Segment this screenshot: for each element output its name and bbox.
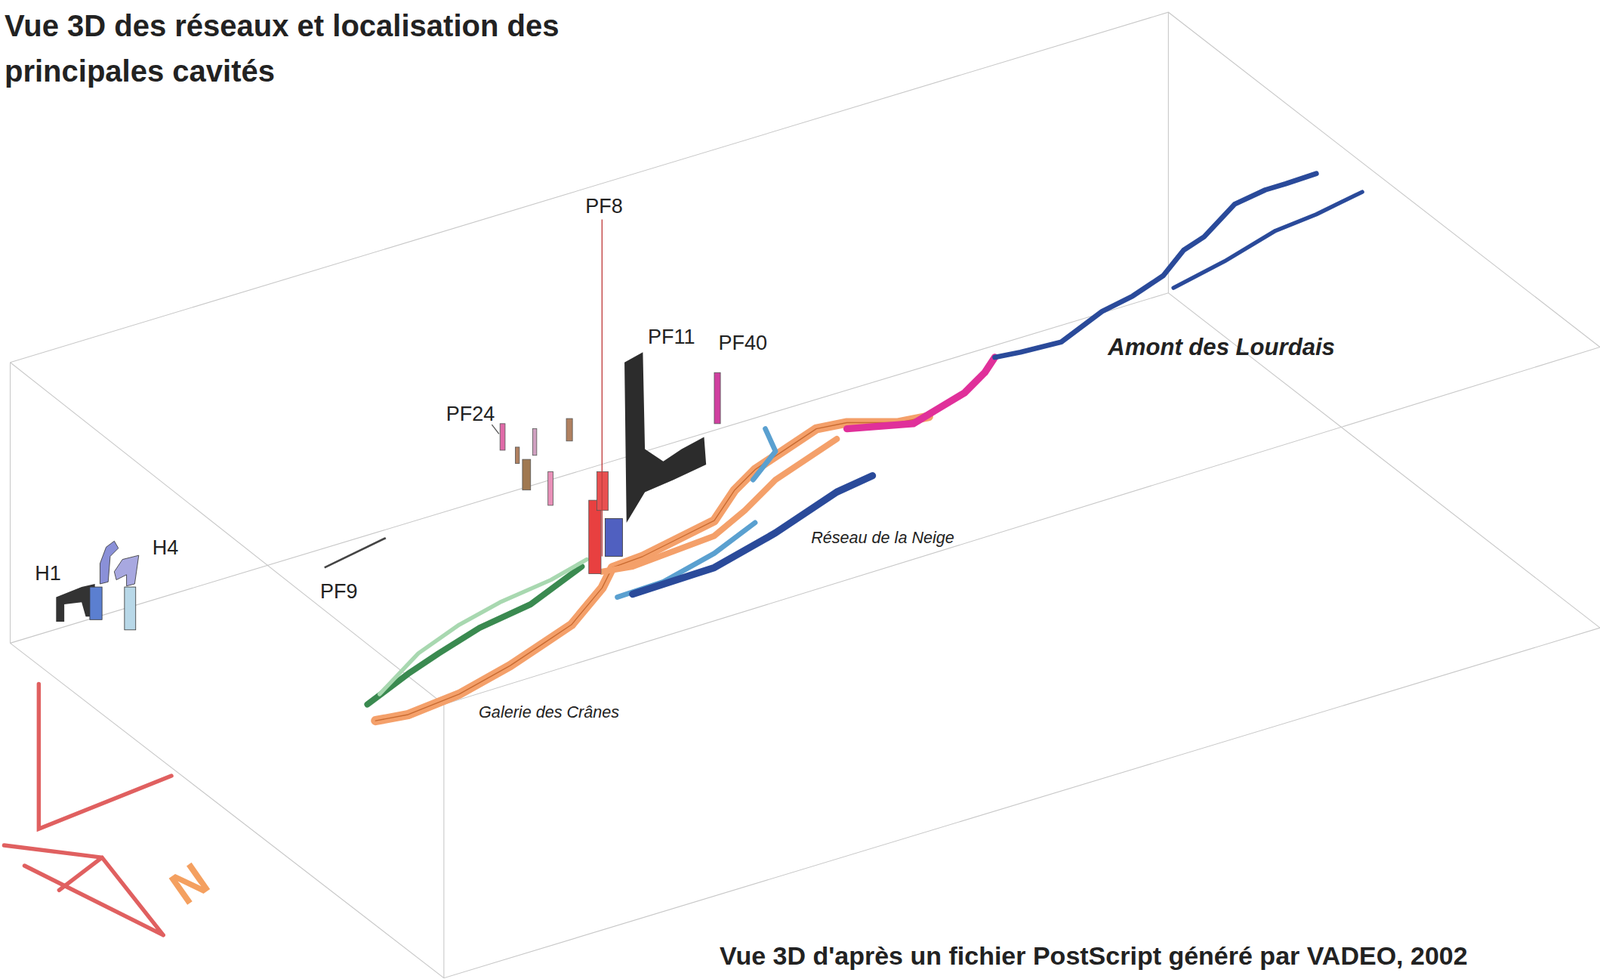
red-shaft: [588, 499, 602, 574]
cavity-label: PF8: [585, 195, 623, 219]
cave-h4: [114, 554, 139, 586]
cave-pf40: [714, 372, 721, 424]
box-edges: [10, 12, 1600, 978]
network-name: Galerie des Crânes: [478, 702, 620, 722]
shaft: [499, 423, 506, 451]
cave-block: [89, 586, 102, 620]
cave-pf9: [324, 537, 386, 568]
bounding-box: [10, 12, 1600, 978]
shaft: [514, 447, 519, 464]
cavity-label: H4: [152, 536, 179, 560]
pf8-shaft: [601, 219, 603, 557]
north-arrow: [3, 683, 172, 935]
cave-shaft: [124, 586, 136, 630]
h-caves: [55, 540, 139, 630]
shaft: [532, 428, 537, 456]
network-name: Réseau de la Neige: [810, 528, 955, 548]
cavity-label: H1: [34, 561, 62, 586]
cavity-label: PF24: [446, 402, 496, 426]
north-letter: N: [160, 851, 219, 916]
shaft: [548, 471, 554, 506]
leader-line: [491, 424, 499, 434]
title: Vue 3D des réseaux et localisation des p…: [4, 3, 624, 94]
axis-lines: [38, 683, 172, 829]
blue-chamber: [604, 518, 623, 557]
green-gallery: [379, 559, 587, 694]
network-name: Amont des Lourdais: [1107, 333, 1335, 361]
amont-lourdais: [1173, 191, 1363, 288]
caption: Vue 3D d'après un fichier PostScript gén…: [719, 940, 1468, 971]
pink-gallery: [847, 357, 996, 429]
cavity-label: PF40: [718, 332, 768, 356]
shaft: [566, 418, 573, 441]
cavity-label: PF11: [647, 326, 696, 350]
amont-lourdais: [995, 173, 1317, 358]
cavity-label: PF9: [320, 579, 358, 604]
galerie-des-cranes: [375, 416, 928, 721]
axis-lines: [3, 844, 164, 935]
cave-h1: [55, 583, 95, 622]
blue-branch: [752, 428, 776, 481]
shaft: [522, 459, 531, 491]
pf24-shafts: [499, 418, 573, 506]
cave-pf11: [624, 351, 706, 523]
main-network: [367, 173, 1363, 721]
gallery-outline: [375, 416, 928, 721]
